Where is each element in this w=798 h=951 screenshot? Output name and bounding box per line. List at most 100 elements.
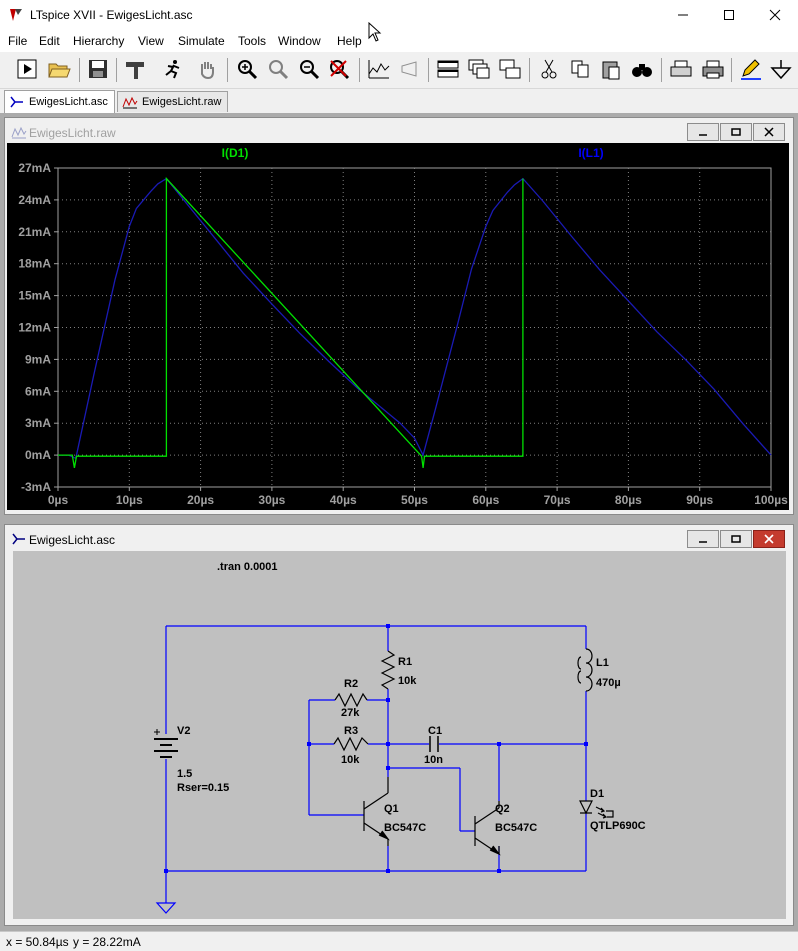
v2-series-resistance: Rser=0.15 <box>177 782 229 794</box>
save-button[interactable] <box>85 56 111 82</box>
mouse-cursor-icon <box>368 22 382 42</box>
ground-button[interactable] <box>768 56 794 82</box>
v2-name: V2 <box>177 725 190 737</box>
r2-value: 27k <box>341 707 360 719</box>
waveform-restore-button[interactable] <box>720 123 752 141</box>
draw-wire-button[interactable] <box>738 56 764 82</box>
print-button[interactable] <box>700 56 726 82</box>
maximize-button[interactable] <box>706 0 752 30</box>
hand-icon <box>201 62 214 80</box>
waveform-window-title: EwigesLicht.raw <box>29 126 116 140</box>
menu-tools[interactable]: Tools <box>238 34 267 48</box>
pan-button[interactable] <box>194 56 220 82</box>
control-panel-button[interactable] <box>123 56 149 82</box>
close-button[interactable] <box>752 0 798 30</box>
menu-hierarchy[interactable]: Hierarchy <box>73 34 125 48</box>
run-icon <box>17 59 37 79</box>
schematic-minimize-button[interactable] <box>687 530 719 548</box>
tab-schematic[interactable]: EwigesLicht.asc <box>4 90 115 113</box>
zoom-fit-button[interactable] <box>265 56 291 82</box>
window-title: LTspice XVII - EwigesLicht.asc <box>30 8 193 22</box>
schematic-window-title: EwigesLicht.asc <box>29 533 116 547</box>
zoom-in-button[interactable] <box>234 56 260 82</box>
zoom-cancel-button[interactable] <box>326 56 352 82</box>
y-tick-label: 21mA <box>18 225 51 239</box>
x-tick-label: 20µs <box>187 493 214 507</box>
r1-symbol[interactable] <box>380 650 396 690</box>
close-icon <box>764 127 774 137</box>
v2-battery-symbol[interactable] <box>154 729 178 758</box>
schematic-restore-button[interactable] <box>720 530 752 548</box>
spice-directive[interactable]: .tran 0.0001 <box>217 561 278 573</box>
zoom-out-icon <box>300 60 320 80</box>
autorange-button[interactable] <box>366 56 392 82</box>
menu-simulate[interactable]: Simulate <box>178 34 225 48</box>
menu-file[interactable]: File <box>8 34 28 48</box>
schematic-canvas[interactable]: .tran 0.0001 R1 10k R2 27k R3 10k C1 10n <box>13 551 786 919</box>
waveform-window-title-bar[interactable]: EwigesLicht.raw <box>5 118 793 146</box>
tab-label: EwigesLicht.raw <box>142 96 222 108</box>
minimize-icon <box>678 14 688 16</box>
menu-view[interactable]: View <box>138 34 164 48</box>
copy-button[interactable] <box>567 56 593 82</box>
schematic-background <box>13 551 786 919</box>
q1-symbol[interactable] <box>363 777 390 846</box>
minimize-button[interactable] <box>660 0 706 30</box>
paste-button[interactable] <box>598 56 624 82</box>
x-tick-label: 90µs <box>686 493 713 507</box>
schematic-window-title-bar[interactable]: EwigesLicht.asc <box>5 525 793 553</box>
r2-symbol[interactable] <box>334 692 368 708</box>
component-button[interactable] <box>397 56 423 82</box>
c1-symbol[interactable] <box>429 736 439 752</box>
cascade-icon <box>468 59 490 79</box>
l1-symbol[interactable] <box>577 648 593 692</box>
q1-name: Q1 <box>384 803 399 815</box>
tile-vertical-button[interactable] <box>497 56 523 82</box>
r3-symbol[interactable] <box>333 736 369 752</box>
cut-button[interactable] <box>536 56 562 82</box>
menu-edit[interactable]: Edit <box>39 34 60 48</box>
y-tick-label: 18mA <box>18 257 51 271</box>
hammer-icon <box>126 62 144 79</box>
binoculars-icon <box>632 64 652 77</box>
q2-symbol[interactable] <box>474 801 501 856</box>
x-tick-label: 80µs <box>615 493 642 507</box>
tile-horizontal-button[interactable] <box>435 56 461 82</box>
ground-symbol[interactable] <box>155 902 177 914</box>
run-button[interactable] <box>14 56 40 82</box>
d1-symbol[interactable] <box>579 800 614 819</box>
y-tick-label: -3mA <box>21 480 51 494</box>
menu-window[interactable]: Window <box>278 34 321 48</box>
find-button[interactable] <box>629 56 655 82</box>
tab-waveform[interactable]: EwigesLicht.raw <box>117 91 229 112</box>
open-button[interactable] <box>46 56 72 82</box>
minimize-icon <box>699 134 707 136</box>
r2-name: R2 <box>344 678 358 690</box>
zoom-cancel-icon <box>330 60 350 80</box>
trace-label-id1[interactable]: I(D1) <box>222 146 249 160</box>
c1-name: C1 <box>428 725 442 737</box>
cascade-button[interactable] <box>466 56 492 82</box>
pencil-icon <box>741 59 761 80</box>
waveform-minimize-button[interactable] <box>687 123 719 141</box>
plot-traces <box>58 176 772 469</box>
run-simulation-button[interactable] <box>160 56 186 82</box>
printer-icon <box>702 60 724 79</box>
print-preview-button[interactable] <box>668 56 694 82</box>
schematic-close-button[interactable] <box>753 530 785 548</box>
q2-name: Q2 <box>495 803 510 815</box>
wires <box>165 625 587 903</box>
paste-icon <box>602 61 620 80</box>
x-tick-label: 30µs <box>258 493 285 507</box>
tile-vertical-icon <box>499 59 521 79</box>
close-icon <box>764 534 774 544</box>
zoom-out-button[interactable] <box>296 56 322 82</box>
junctions <box>164 624 588 873</box>
waveform-close-button[interactable] <box>753 123 785 141</box>
cursor-y-readout: y = 28.22mA <box>73 935 141 949</box>
trace-label-il1[interactable]: I(L1) <box>578 146 603 160</box>
menu-help[interactable]: Help <box>337 34 362 48</box>
plot-background <box>7 143 789 510</box>
